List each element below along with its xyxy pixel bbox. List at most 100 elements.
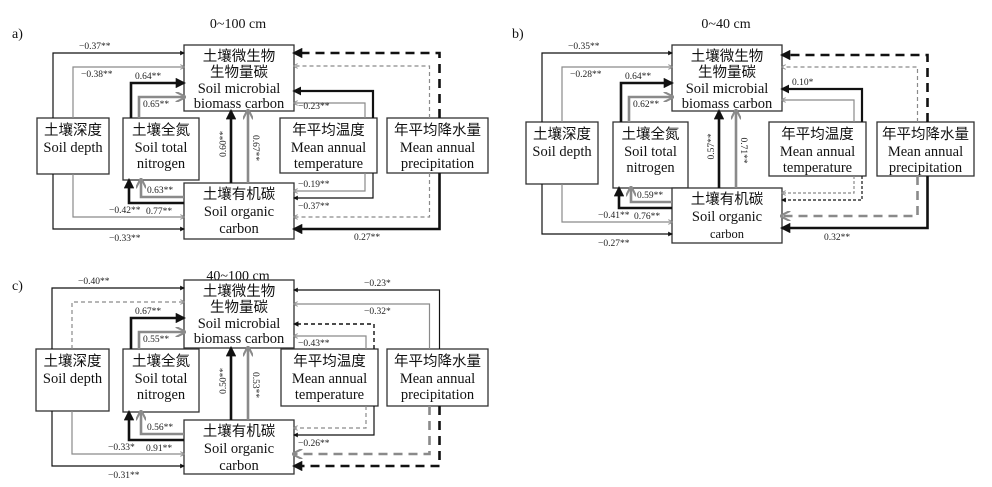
path-coefficient-soc-to-mbc-gray: 0.53** (250, 372, 260, 398)
path-coefficient-tn-to-mbc-black: 0.64** (135, 72, 161, 82)
path-mat-to-mbc-gray (294, 103, 366, 118)
path-depth-to-mbc-black (51, 285, 185, 349)
path-coefficient-soc-to-tn-gray: 0.63** (147, 186, 173, 196)
path-coefficient-soc-to-tn-gray: 0.56** (147, 423, 173, 433)
path-map-to-soc-black (779, 176, 929, 234)
node-label-zh: 年平均温度 (292, 122, 365, 139)
node-label-en: Soil depth (43, 140, 103, 156)
node-label-en: temperature (783, 160, 852, 176)
path-depth-to-soc-black (52, 174, 185, 232)
panel-label: c) (12, 279, 23, 294)
path-depth-to-mbc-gray (72, 67, 184, 118)
path-mat-to-soc-gray (294, 406, 367, 428)
node-box (122, 117, 200, 181)
path-soc-to-tn-gray (141, 412, 184, 436)
node-label-zh: 土壤有机碳 (203, 422, 276, 440)
path-coefficient-soc-to-tn-black: 0.76** (634, 212, 660, 222)
node-label-en: Soil total (135, 371, 188, 387)
path-map-to-mbc-gray (294, 304, 431, 349)
path-coefficient-mat-to-soc-gray: −0.19** (298, 180, 330, 190)
path-mat-to-mbc-black (292, 321, 375, 349)
node-label-en: Soil organic (204, 441, 274, 457)
node-label-en: precipitation (401, 156, 475, 172)
path-map-to-mbc-gray (294, 66, 431, 118)
panel-label: a) (12, 27, 23, 42)
node-label-en: precipitation (889, 160, 963, 176)
node-label-en: Soil microbial (198, 316, 281, 332)
node-box (183, 44, 295, 112)
node-label-en: temperature (294, 156, 363, 172)
path-coefficient-soc-to-tn-black: 0.77** (146, 207, 172, 217)
node-label-en: Soil organic (204, 204, 274, 220)
path-coefficient-soc-to-mbc-black: 0.50** (219, 368, 229, 394)
node-box (122, 348, 200, 413)
node-label-en: Soil microbial (686, 81, 769, 97)
node-label-en: temperature (295, 387, 364, 403)
node-label-zh: 土壤微生物 (691, 47, 764, 65)
node-label-en: Soil total (624, 144, 677, 160)
node-label-zh: 生物量碳 (210, 64, 268, 81)
path-soc-to-tn-black (123, 177, 184, 205)
path-coefficient-depth-to-soc-gray: −0.42** (109, 206, 141, 216)
node-label-zh: 年平均降水量 (882, 126, 969, 143)
path-coefficient-soc-to-mbc-gray: 0.71** (738, 138, 748, 164)
node-label-en: Soil depth (43, 371, 103, 387)
path-coefficient-depth-to-mbc-black: −0.35** (568, 42, 600, 52)
path-tn-to-mbc-black (129, 77, 187, 118)
path-coefficient-tn-to-mbc-black: 0.67** (135, 307, 161, 317)
path-map-to-mbc-black (291, 47, 441, 118)
path-mat-to-mbc-gray (782, 100, 855, 122)
path-coefficient-tn-to-mbc-gray: 0.65** (143, 100, 169, 110)
path-mat-to-mbc-black (780, 84, 864, 122)
node-label-en: Soil depth (532, 144, 592, 160)
path-depth-to-soc-black (541, 184, 673, 237)
path-coefficient-map-to-soc-black: 0.27** (354, 233, 380, 243)
path-coefficient-depth-to-soc-black: −0.27** (598, 239, 630, 249)
node-label-zh: 土壤有机碳 (691, 190, 764, 208)
panel-label: b) (512, 27, 524, 42)
path-depth-to-soc-gray (72, 174, 184, 217)
node-box (183, 182, 295, 240)
path-depth-to-mbc-black (52, 50, 185, 118)
node-label-en: Soil total (135, 140, 188, 156)
path-mat-to-mbc-gray (294, 336, 367, 349)
node-box (183, 279, 295, 349)
path-coefficient-depth-to-mbc-gray: −0.38** (81, 70, 113, 80)
node-label-zh: 年平均降水量 (394, 122, 481, 139)
node-box (612, 121, 689, 189)
node-label-zh: 土壤深度 (533, 125, 591, 143)
path-depth-to-mbc-gray (71, 302, 184, 349)
node-label-en: Mean annual (291, 140, 366, 156)
path-tn-to-mbc-black (619, 77, 675, 122)
node-label-zh: 土壤深度 (44, 121, 102, 139)
path-mat-to-soc-gray (782, 176, 855, 193)
node-box (36, 117, 110, 175)
node-label-zh: 土壤微生物 (203, 282, 276, 300)
node-label-en: Mean annual (400, 140, 475, 156)
path-coefficient-tn-to-mbc-gray: 0.62** (633, 100, 659, 110)
path-map-to-mbc-black (779, 49, 929, 122)
path-coefficient-map-to-mbc-gray: −0.32* (364, 307, 391, 317)
path-soc-to-tn-black (123, 409, 184, 442)
node-box (35, 348, 110, 412)
path-tn-to-mbc-gray (627, 97, 672, 122)
path-soc-to-tn-gray (631, 188, 672, 204)
path-tn-to-mbc-black (129, 312, 187, 349)
path-map-to-mbc-black (293, 287, 441, 349)
node-label-en: biomass carbon (194, 331, 285, 347)
path-mat-to-soc-black (781, 176, 863, 203)
path-soc-to-tn-gray (141, 180, 184, 199)
node-box (183, 419, 295, 475)
path-coefficient-soc-to-tn-black: 0.91** (146, 444, 172, 454)
